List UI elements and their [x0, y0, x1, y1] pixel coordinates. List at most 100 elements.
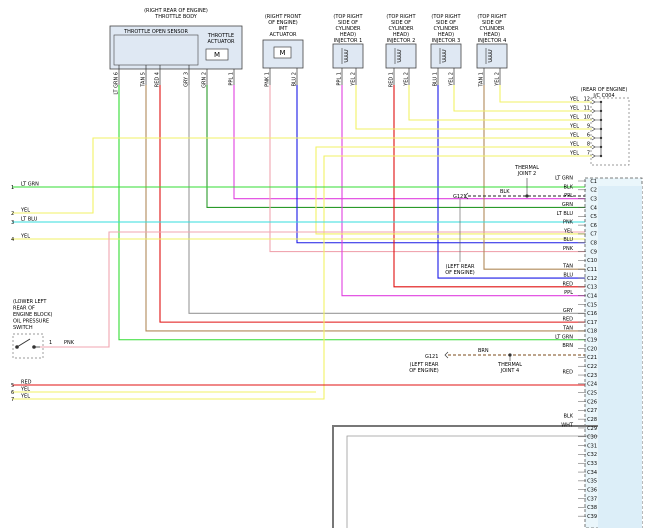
- injector-2-title: (TOP RIGHT: [386, 14, 416, 20]
- c-pin-label: C37: [587, 496, 597, 502]
- c-pin-wire-label: PNK: [563, 246, 574, 252]
- injector-3-title: INJECTOR 3: [432, 38, 461, 44]
- injector-3-title: SIDE OF: [436, 20, 456, 26]
- g121-label: G121: [453, 194, 466, 200]
- thermal-joint-4-label: THERMAL: [497, 362, 522, 368]
- throttle-open-sensor-box: [113, 34, 199, 66]
- c-pin-wire-label: RED: [563, 281, 574, 287]
- c-pin-wire-label: PNK: [563, 220, 574, 226]
- c-pin-wire-label: RED: [563, 370, 574, 376]
- g121-location: (LEFT REAR: [410, 362, 439, 368]
- injector-3-box: [430, 43, 462, 69]
- c-pin-label: C7: [590, 232, 597, 238]
- c-pin-label: C8: [590, 241, 597, 247]
- jc-wire-label: YEL: [569, 97, 579, 103]
- c-pin-label: C29: [587, 426, 597, 432]
- imt-actuator-title: ACTUATOR: [269, 32, 297, 38]
- c-pin-wire-label: RED: [563, 317, 574, 323]
- jc-node: [599, 127, 603, 131]
- components-layer: [12, 25, 643, 528]
- c-pin-label: C6: [590, 223, 597, 229]
- wire-tan-c11: [483, 85, 586, 270]
- top-pin-label: LT GRN 6: [114, 72, 120, 95]
- c-pin-wire-label: LT GRN: [555, 176, 573, 182]
- wire-yel-jc7-t7: [12, 155, 592, 400]
- oil-switch-wire: PNK: [64, 340, 75, 346]
- g121-ground-symbol: [464, 192, 469, 200]
- top-pin-label: YEL 2: [449, 72, 455, 87]
- wire-tan-c18: [145, 85, 586, 332]
- left-terminal-wire: LT GRN: [21, 182, 39, 188]
- jc-pin-arrow: [591, 144, 596, 150]
- left-terminal-num: 4: [11, 237, 14, 243]
- wire-pnk-oil-switch: [40, 231, 586, 348]
- wire-ppl-c14: [341, 85, 586, 297]
- wire-yel-jc8-c7: [315, 146, 592, 235]
- injector-3-title: HEAD): [438, 32, 454, 38]
- c-pin-wire-label: YEL: [563, 228, 573, 234]
- jc-pin-arrow: [591, 135, 596, 141]
- imt-actuator-title: (RIGHT FRONT: [265, 14, 302, 20]
- imt-actuator-title: OF ENGINE): [268, 20, 298, 26]
- c-pin-label: C24: [587, 382, 597, 388]
- throttle-body-box: [109, 25, 243, 70]
- top-pin-label: GRN 2: [202, 72, 208, 88]
- c-pin-wire-label: BRN: [562, 343, 573, 349]
- left-terminal-wire: YEL: [20, 208, 30, 214]
- wire-yel-jc6-t2: [12, 137, 592, 214]
- throttle-actuator-label: THROTTLE: [207, 33, 234, 39]
- jc-node: [599, 145, 603, 149]
- c-pin-wire-label: TAN: [562, 325, 573, 331]
- c-pin-wire-label: WHT: [561, 422, 574, 428]
- wire-red-c13: [393, 85, 586, 288]
- c-pin-label: C16: [587, 311, 597, 317]
- top-pin-label: YEL 2: [351, 72, 357, 87]
- wire-red-c17: [159, 85, 586, 323]
- top-pin-label: PPL 1: [337, 72, 343, 86]
- g121-location: OF ENGINE): [445, 270, 475, 276]
- g121-location: (LEFT REAR: [446, 264, 475, 270]
- throttle-body-title: (RIGHT REAR OF ENGINE): [144, 8, 208, 14]
- thermal-joint-2-label: JOINT 2: [517, 171, 536, 177]
- wire-ppl-c3: [233, 85, 586, 200]
- c-pin-wire-label: BLK: [564, 414, 574, 420]
- jc-pin-label: 9: [587, 124, 590, 130]
- throttle-body-title: THROTTLE BODY: [154, 14, 198, 20]
- c-pin-label: C25: [587, 390, 597, 396]
- left-terminal-wire: YEL: [20, 387, 30, 393]
- c-pin-label: C23: [587, 373, 597, 379]
- injector-1-title: CYLINDER: [336, 26, 361, 32]
- jc-pin-label: 10: [584, 115, 590, 121]
- c-pin-wire-label: BLU: [563, 273, 573, 279]
- thermal-joint-4-label: JOINT 4: [500, 368, 519, 374]
- injector-2-title: HEAD): [393, 32, 409, 38]
- c-pin-wire-label: GRY: [563, 308, 574, 314]
- left-terminal-num: 3: [11, 220, 14, 226]
- injector-coil-icon: [343, 49, 349, 63]
- c-pin-label: C32: [587, 452, 597, 458]
- injector-4-box: [476, 43, 508, 69]
- thermal-joint-2-label: THERMAL: [514, 165, 539, 171]
- c-pin-label: C11: [587, 267, 597, 273]
- c-pin-label: C38: [587, 505, 597, 511]
- g121-label: G121: [425, 354, 438, 360]
- c-pin-label: C28: [587, 417, 597, 423]
- c-pin-label: C14: [587, 293, 597, 299]
- left-terminal-num: 1: [11, 185, 14, 191]
- c-pin-label: C15: [587, 302, 597, 308]
- injector-1-title: (TOP RIGHT: [333, 14, 363, 20]
- c-pin-label: C20: [587, 346, 597, 352]
- jc-wire-label: YEL: [569, 106, 579, 112]
- c-pin-wire-label: BLU: [563, 237, 573, 243]
- injector-1-title: INJECTOR 1: [334, 38, 363, 44]
- wires-layer: [12, 85, 592, 400]
- jc-node: [599, 136, 603, 140]
- lower-frame-inner: [346, 435, 598, 528]
- c-pin-label: C36: [587, 488, 597, 494]
- oil-switch-arm: [16, 338, 31, 348]
- c-pin-label: C30: [587, 435, 597, 441]
- injector-1-box: [332, 43, 364, 69]
- wire-yel-inj4: [499, 85, 592, 103]
- top-pin-label: TAN 5: [141, 72, 147, 88]
